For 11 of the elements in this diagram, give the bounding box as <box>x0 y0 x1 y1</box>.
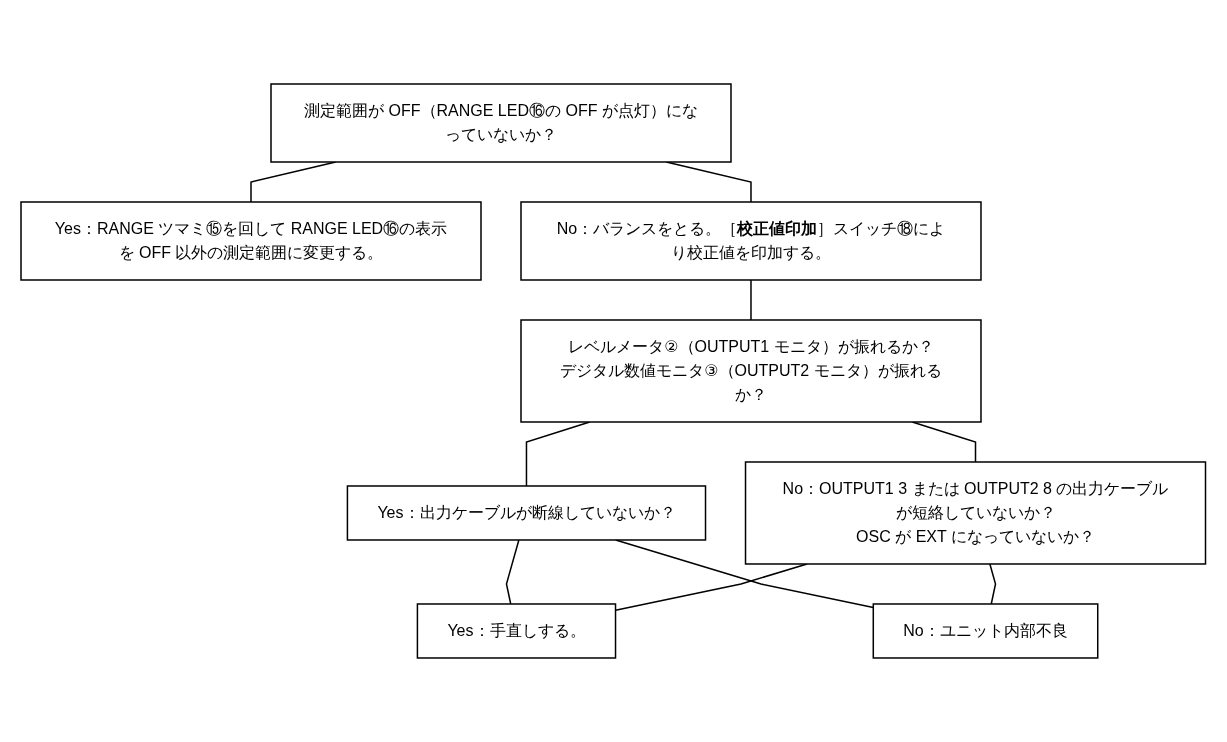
node-box: No：OUTPUT1 3 または OUTPUT2 8 の出力ケーブルが短絡していないか？ OSC が EXT になっていないか？ <box>745 461 1207 565</box>
node-box: レベルメータ②（OUTPUT1 モニタ）が振れるか？ デジタル数値モニタ③（OUTPUT2 モニタ）が振れるか？ <box>520 319 982 423</box>
node-box: Yes：出力ケーブルが断線していないか？ <box>346 485 707 541</box>
node-box: No：ユニット内部不良 <box>872 603 1099 659</box>
connector <box>989 563 997 605</box>
node-box: No：バランスをとる。［校正値印加］スイッチ⑱により校正値を印加する。 <box>520 201 982 281</box>
node-box: Yes：手直しする。 <box>416 603 617 659</box>
connector <box>750 279 752 321</box>
node-box: 測定範囲が OFF（RANGE LED⑯の OFF が点灯）になっていないか？ <box>270 83 732 163</box>
connector <box>505 539 520 605</box>
node-box: Yes：RANGE ツマミ⑮を回して RANGE LED⑯の表示を OFF 以外の測定範囲に変更する。 <box>20 201 482 281</box>
